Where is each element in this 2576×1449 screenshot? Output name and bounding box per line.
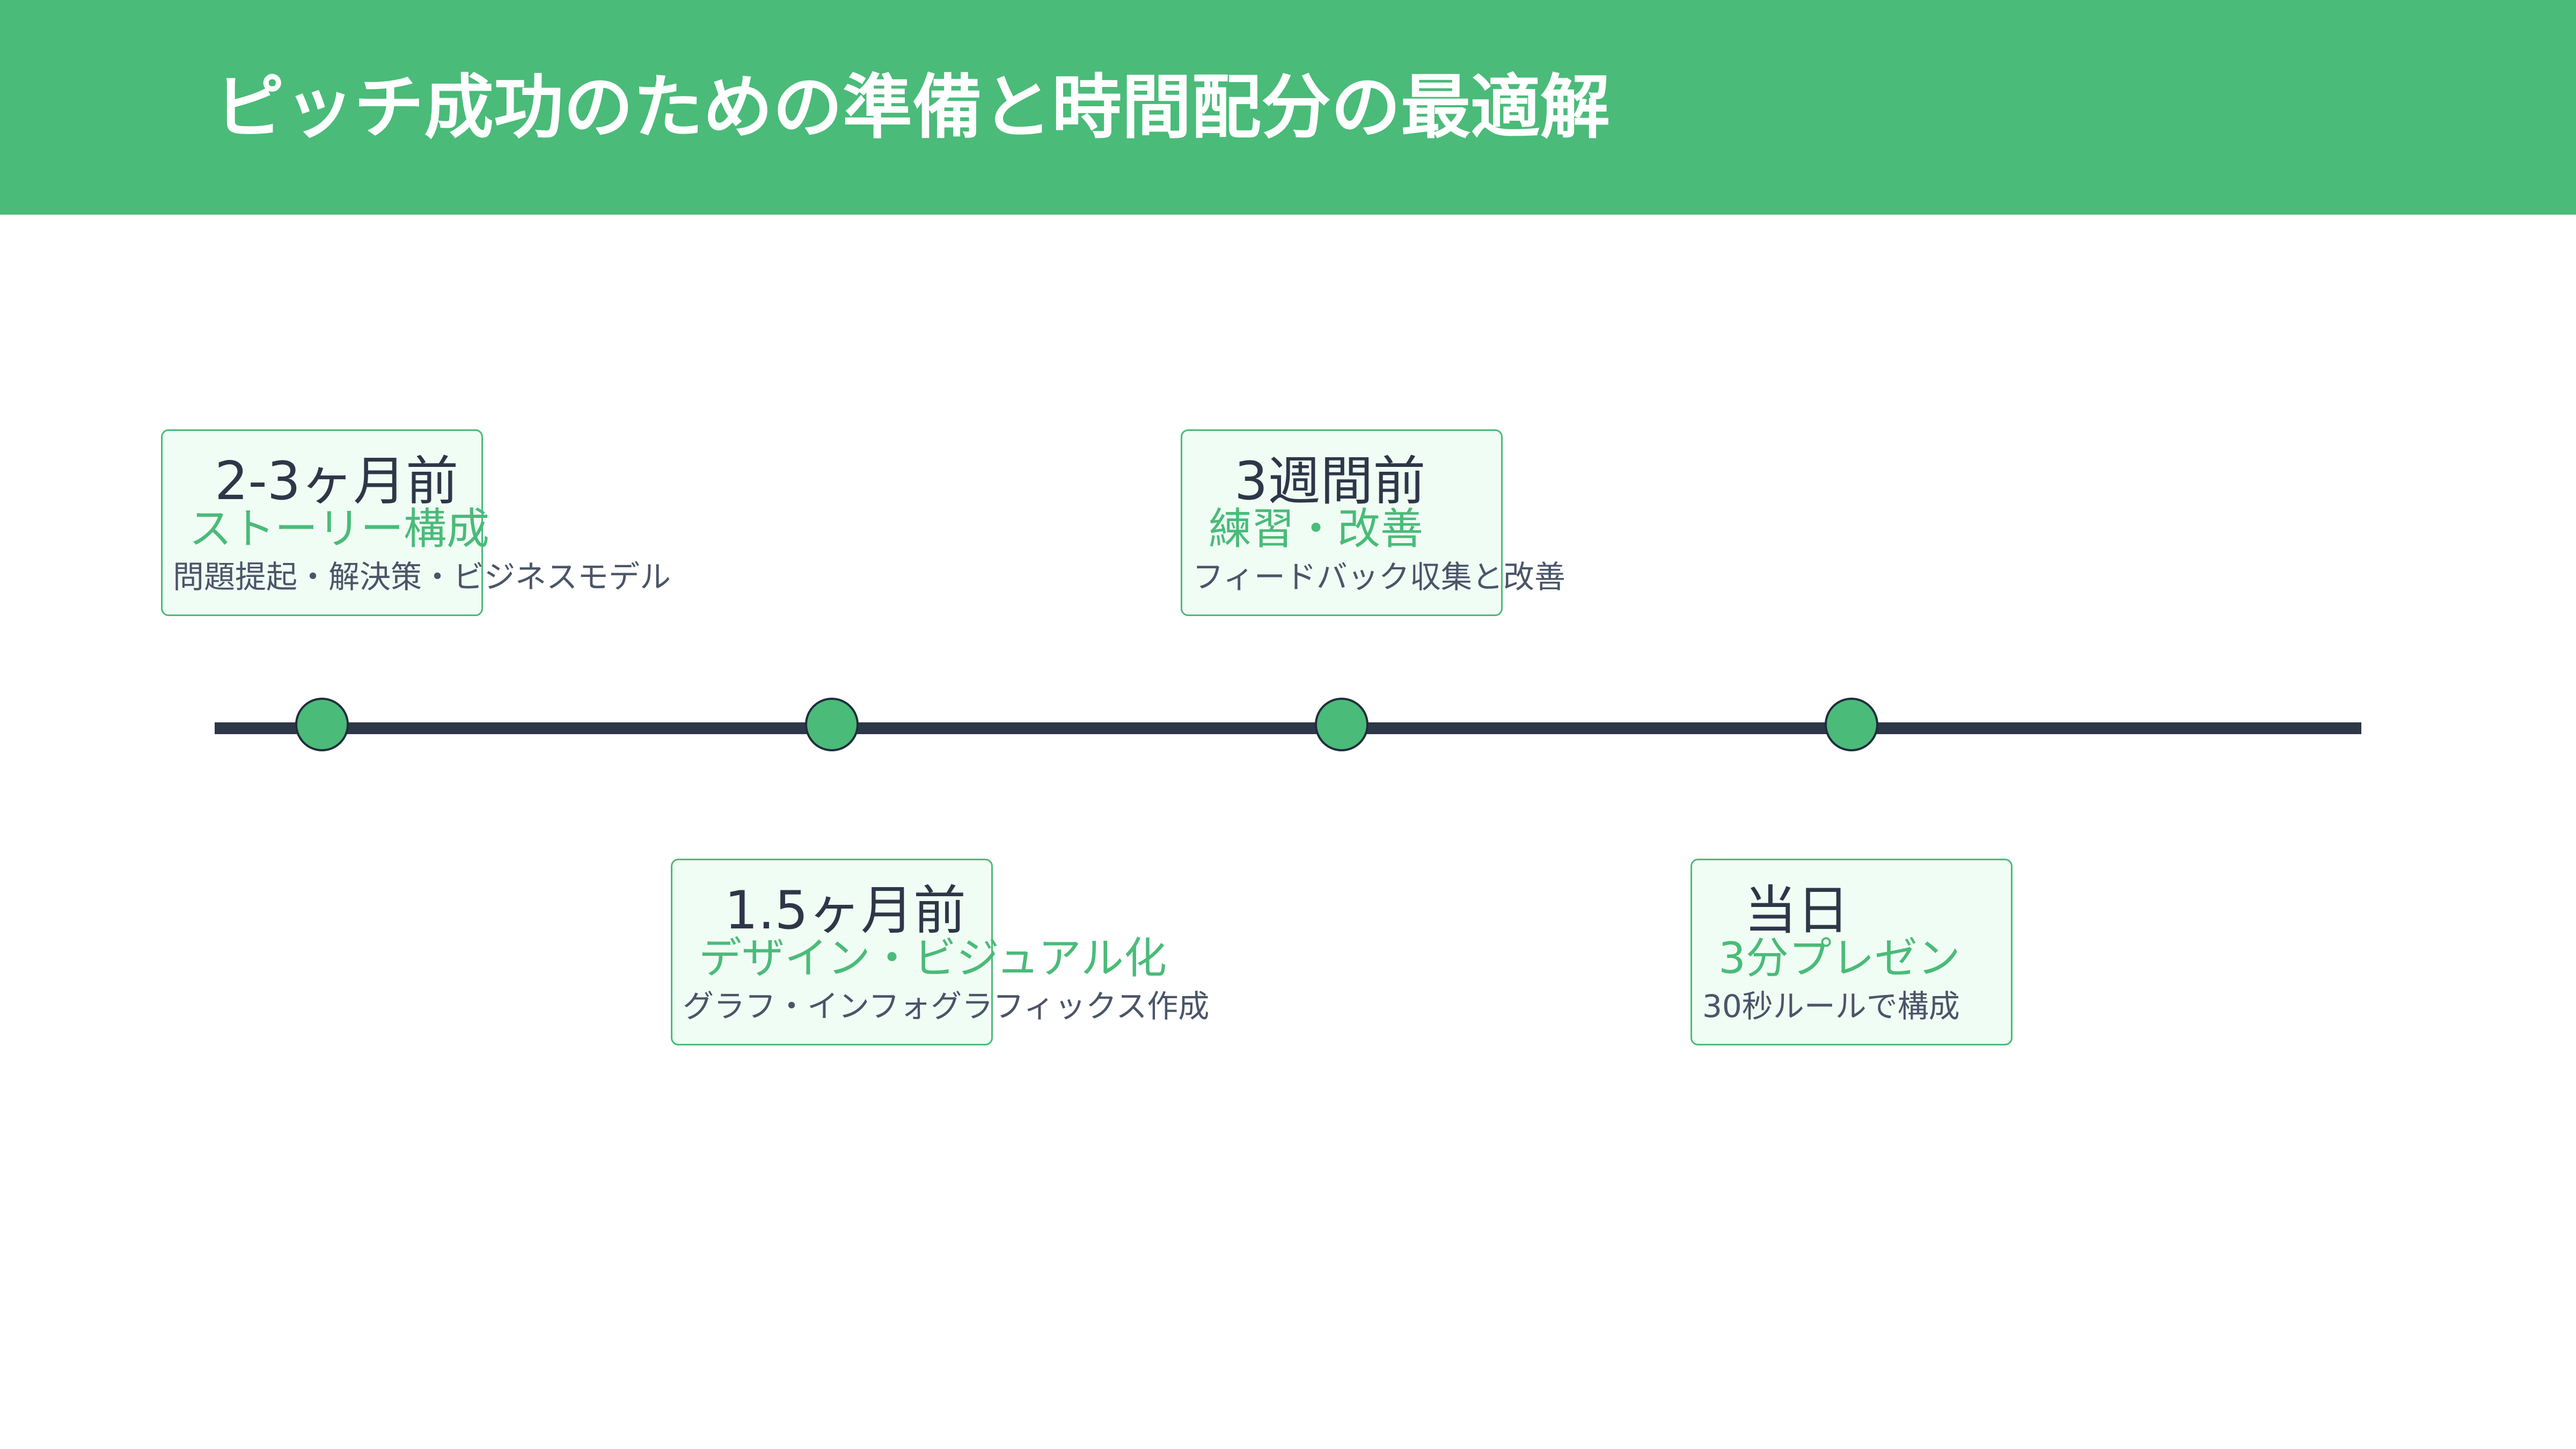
milestone-topic: ストーリー構成 — [189, 504, 489, 554]
milestone-detail: フィードバック収集と改善 — [1192, 559, 1565, 595]
milestone-topic: デザイン・ビジュアル化 — [699, 933, 1167, 983]
timeline-nodes — [295, 698, 1878, 751]
timeline-node — [805, 698, 859, 751]
milestone-period: 1.5ヶ月前 — [724, 880, 966, 941]
milestone-detail: グラフ・インフォグラフィックス作成 — [683, 988, 1210, 1024]
milestone-card — [161, 429, 483, 616]
milestone-card — [671, 859, 993, 1045]
milestone-topic: 3分プレゼン — [1718, 933, 1960, 983]
milestone-detail: 30秒ルールで構成 — [1702, 988, 1960, 1024]
milestone-card — [1181, 429, 1503, 616]
milestone-detail: 問題提起・解決策・ビジネスモデル — [173, 559, 671, 595]
milestone-period: 当日 — [1744, 880, 1850, 941]
page-title: ピッチ成功のための準備と時間配分の最適解 — [215, 67, 1611, 148]
header-bar: ピッチ成功のための準備と時間配分の最適解 — [0, 0, 2576, 215]
milestone-period: 3週間前 — [1234, 451, 1426, 512]
milestone-topic: 練習・改善 — [1209, 504, 1423, 554]
milestone-card — [1690, 859, 2012, 1045]
timeline-node — [1315, 698, 1368, 751]
timeline-node — [1825, 698, 1878, 751]
milestone-period: 2-3ヶ月前 — [215, 451, 459, 512]
timeline-node — [295, 698, 349, 751]
